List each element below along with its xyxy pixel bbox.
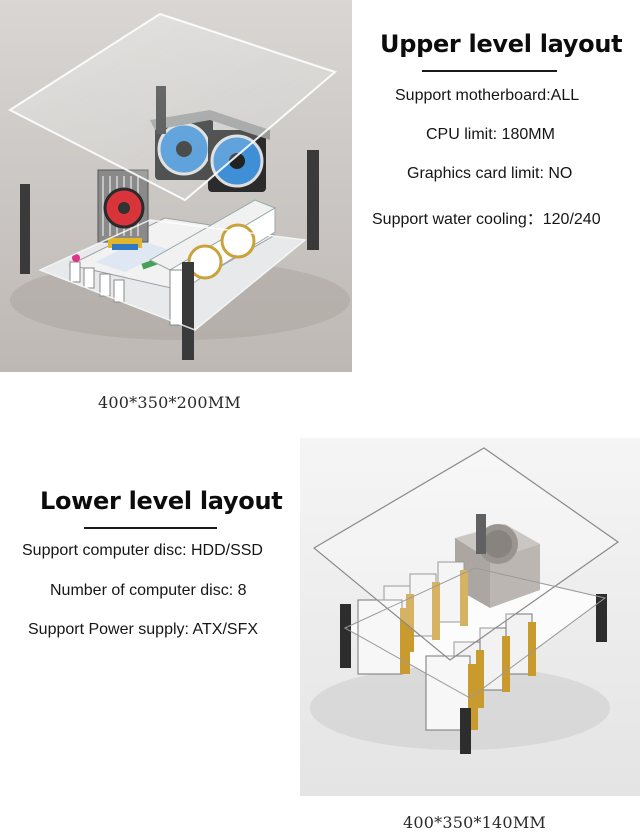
lower-heading: Lower level layout [40, 487, 283, 515]
upper-spec-water-cooling: Support water cooling：120/240 [372, 211, 601, 228]
lower-dimensions: 400*350*140MM [403, 813, 546, 832]
lower-spec-disc-count: Number of computer disc: 8 [50, 582, 247, 599]
upper-heading-underline [422, 70, 557, 72]
lower-case-render [300, 438, 640, 796]
lower-spec-power-supply: Support Power supply: ATX/SFX [28, 621, 259, 638]
upper-spec-motherboard: Support motherboard:ALL [395, 87, 580, 104]
lower-heading-underline [84, 527, 217, 529]
lower-case-photo [300, 438, 640, 796]
upper-spec-cpu-limit: CPU limit: 180MM [426, 126, 555, 143]
lower-spec-disc-type: Support computer disc: HDD/SSD [22, 542, 263, 559]
upper-case-render [0, 0, 352, 372]
upper-spec-gpu-limit: Graphics card limit: NO [407, 165, 573, 182]
upper-case-photo [0, 0, 352, 372]
upper-heading: Upper level layout [380, 30, 623, 58]
upper-dimensions: 400*350*200MM [98, 393, 241, 412]
